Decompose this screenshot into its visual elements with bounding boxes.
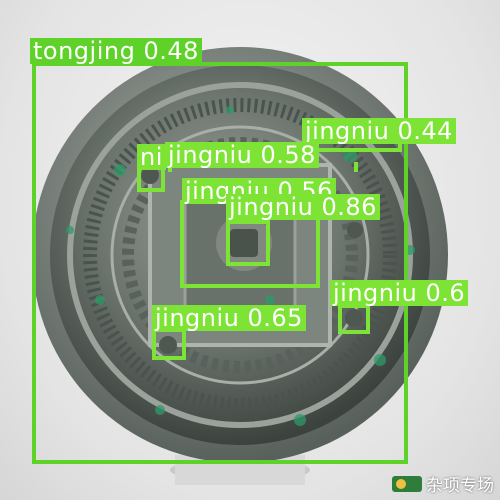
detection-box-jingniu-06 <box>338 304 370 334</box>
detection-label-jingniu-065: jingniu 0.65 <box>152 305 306 331</box>
detection-label-jingniu-044: jingniu 0.44 <box>302 118 456 144</box>
watermark-logo-icon <box>392 475 422 492</box>
detection-label-jingniu-058: jingniu 0.58 <box>165 142 319 168</box>
detection-box-jingniu-065 <box>152 328 186 360</box>
detection-label-jingniu-06: jingniu 0.6 <box>330 280 469 306</box>
detection-label-tongjing: tongjing 0.48 <box>30 38 202 64</box>
detection-label-jingniu-086: jingniu 0.86 <box>226 194 380 220</box>
watermark-text: 杂项专场 <box>426 476 494 496</box>
detection-label-ni: ni <box>137 144 166 170</box>
detection-box-tongjing <box>32 62 408 464</box>
watermark: 杂项专场 <box>392 471 494 496</box>
detection-box-jingniu-086 <box>226 220 270 266</box>
